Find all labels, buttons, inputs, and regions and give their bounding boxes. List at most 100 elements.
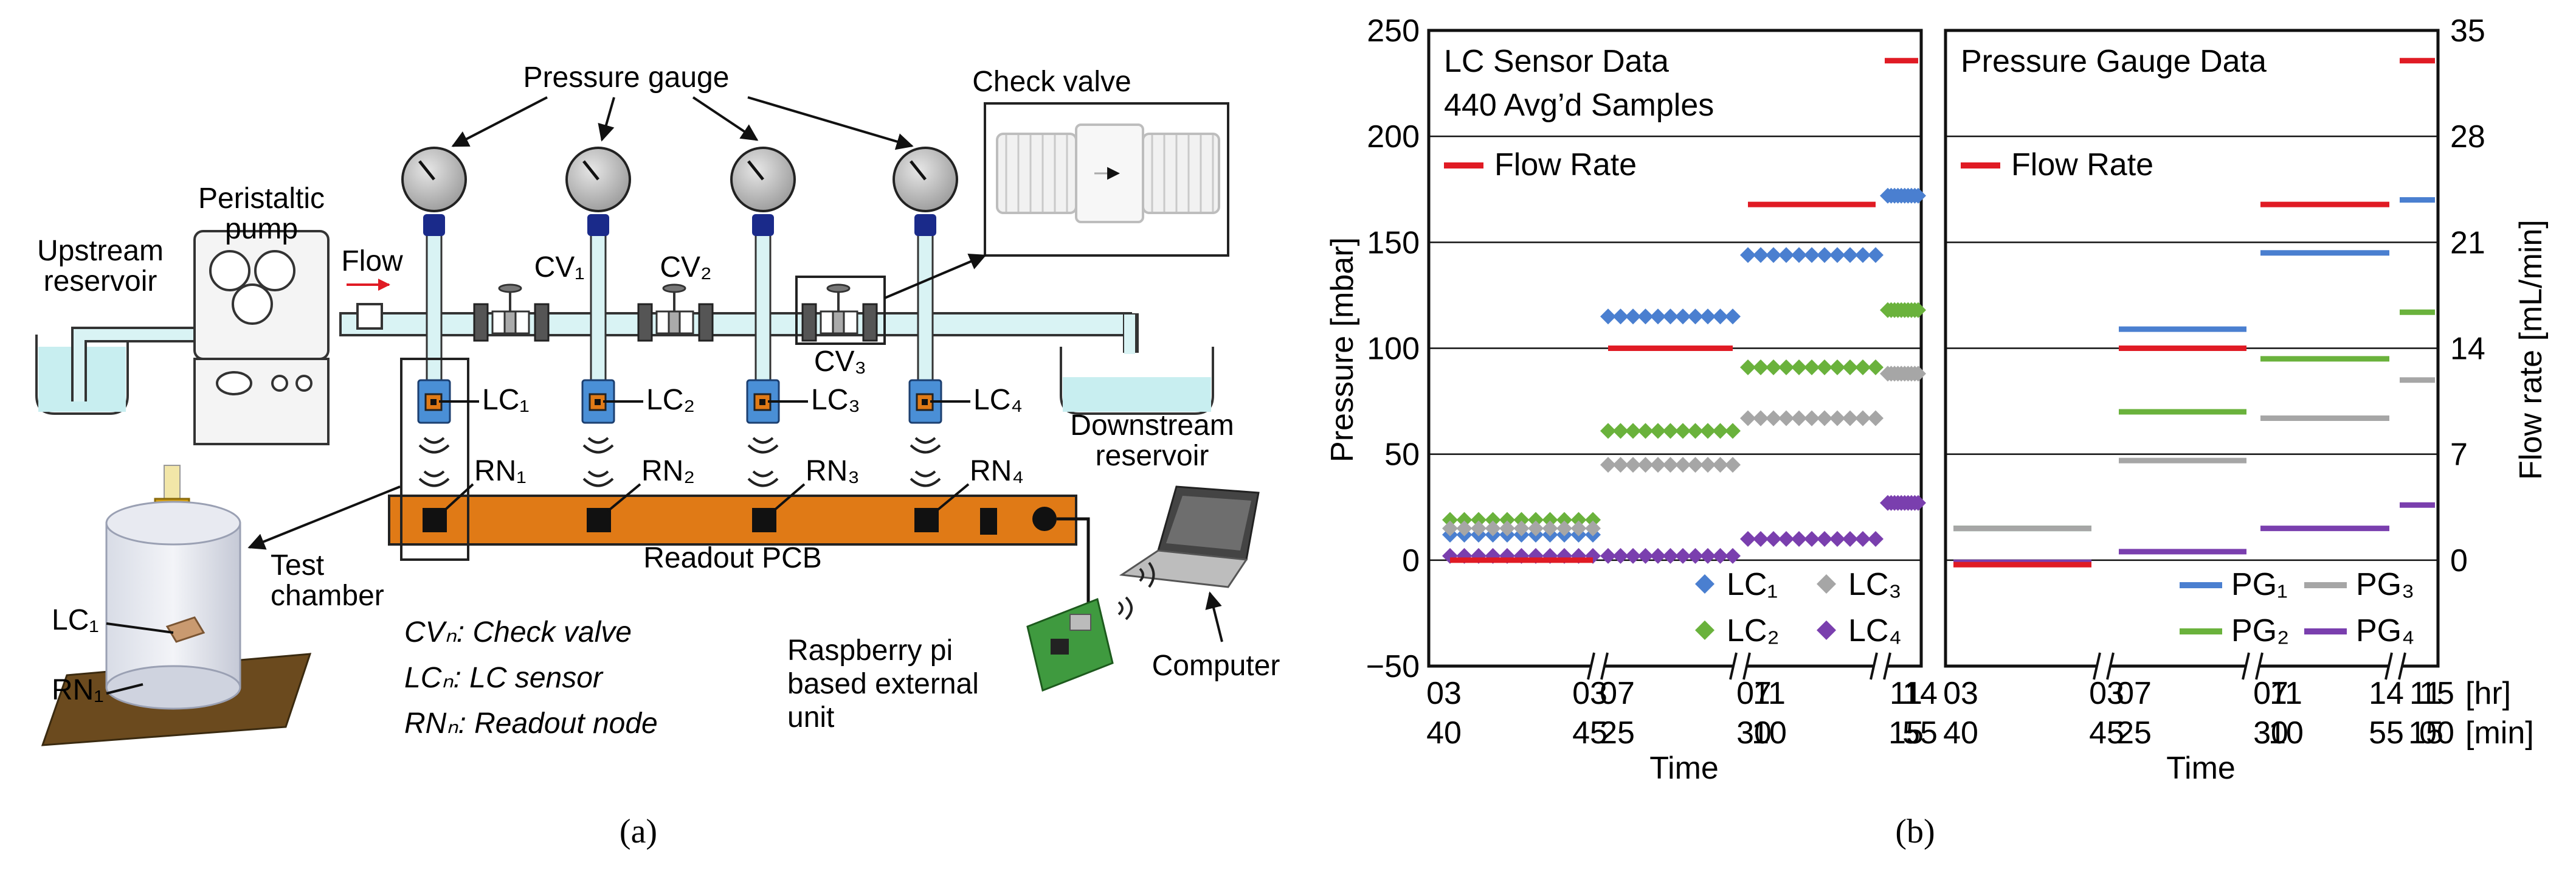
lc-diamond-marker: [1778, 247, 1794, 263]
axis-break-gap: [2389, 659, 2402, 673]
panel-a-schematic: Pressure gauge Check valve: [35, 61, 1280, 850]
left-flow-legend-label: Flow Rate: [1494, 147, 1637, 182]
y-axis-title-right: Flow rate [mL/min]: [2513, 220, 2549, 480]
lc-diamond-marker: [1570, 512, 1587, 528]
lc-diamond-marker: [1829, 410, 1845, 426]
lc-diamond-marker: [1625, 423, 1641, 439]
x-tick-min-left: 25: [1600, 715, 1635, 751]
x-tick-hour-right: 15: [2419, 676, 2454, 711]
x-tick-hour-left: 03: [1572, 676, 1607, 711]
chart-marks: [1442, 58, 2435, 568]
peristaltic-pump: [193, 230, 330, 445]
downstream-label-line1: Downstream: [1070, 409, 1234, 442]
lc-diamond-marker: [1910, 366, 1926, 382]
lc-diamond-marker: [1528, 512, 1544, 528]
axis-break-mark: [2093, 652, 2115, 680]
downstream-reservoir: [1060, 347, 1214, 415]
lc-diamond-marker: [1725, 457, 1741, 473]
lc4-label: LC₄: [973, 384, 1023, 416]
lc-diamond-marker: [1753, 531, 1769, 547]
y-tick-label-right: 21: [2450, 225, 2485, 260]
lc-diamond-marker: [1556, 520, 1572, 537]
readout-pcb: [388, 495, 1077, 546]
lc-diamond-marker: [1499, 520, 1515, 537]
lc-diamond-marker: [1600, 423, 1616, 439]
legend-lc: LCₙ: LC sensor: [404, 662, 604, 694]
axis-break-gap: [1734, 659, 1746, 673]
test-chamber-label-line1: Test: [271, 549, 324, 582]
lc-diamond-marker: [1637, 423, 1654, 439]
lc-diamond-marker: [1753, 247, 1769, 263]
lc-diamond-marker: [1817, 531, 1832, 547]
flow-label: Flow: [341, 245, 403, 277]
x-tick-min-right: 30: [2253, 715, 2288, 751]
lc-diamond-marker: [1766, 247, 1781, 263]
lc-diamond-marker: [1662, 547, 1679, 564]
pressure-flow-charts: 250200150100500−503528211470034003450725…: [1325, 13, 2549, 850]
x-tick-min-right: 45: [2089, 715, 2124, 751]
lc-diamond-marker: [1842, 359, 1858, 375]
legend-lc1-marker: [1695, 574, 1714, 594]
legend-lc3-label: LC₃: [1848, 567, 1902, 602]
rn1-label: RN₁: [474, 455, 527, 487]
lc-diamond-marker: [1456, 520, 1473, 537]
x-unit-min: [min]: [2465, 715, 2534, 751]
x-tick-min-left: 45: [1572, 715, 1607, 751]
y-tick-label-right: 14: [2450, 332, 2485, 367]
legend-pg1-label: PG₁: [2231, 567, 2288, 602]
legend-lc1-label: LC₁: [1727, 567, 1778, 602]
check-valve-cv3: [795, 276, 886, 345]
lc-diamond-marker: [1855, 531, 1871, 547]
y-tick-label-right: 0: [2450, 543, 2468, 578]
test-chamber-label-line2: chamber: [271, 580, 384, 612]
lc-diamond-marker: [1740, 410, 1756, 426]
lc-diamond-marker: [1855, 247, 1871, 263]
lc-diamond-marker: [1700, 547, 1716, 564]
lc-diamond-marker: [1442, 520, 1458, 537]
lc-diamond-marker: [1817, 247, 1832, 263]
x-tick-min-right: 40: [1943, 715, 1978, 751]
lc-diamond-marker: [1712, 308, 1728, 325]
lc-diamond-marker: [1650, 547, 1666, 564]
x-tick-hour-right: 11: [2270, 676, 2302, 711]
x-tick-min-left: 10: [1752, 715, 1787, 751]
x-tick-hour-right: 03: [1943, 676, 1978, 711]
lc-diamond-marker: [1753, 410, 1769, 426]
x-tick-min-left: 30: [1736, 715, 1772, 751]
lc-diamond-marker: [1766, 531, 1781, 547]
caption-b: (b): [1895, 813, 1935, 850]
lc-diamond-marker: [1650, 423, 1666, 439]
lc-diamond-marker: [1625, 308, 1641, 325]
check-valve-label: Check valve: [972, 66, 1131, 98]
x-tick-hour-right: 14: [2369, 676, 2404, 711]
lc-diamond-marker: [1842, 531, 1858, 547]
y-tick-label-left: 250: [1367, 13, 1420, 49]
x-tick-min-right: 55: [2369, 715, 2404, 751]
lc-diamond-marker: [1778, 410, 1794, 426]
check-valve-arrow: [884, 253, 987, 299]
chamber-rn1-leader: [106, 683, 143, 695]
lc-diamond-marker: [1753, 359, 1769, 375]
upstream-label-line1: Upstream: [37, 235, 164, 267]
y-tick-label-right: 28: [2450, 119, 2485, 155]
lc-diamond-marker: [1791, 359, 1807, 375]
pressure-gauge-1: [401, 147, 467, 236]
lc-diamond-marker: [1804, 247, 1820, 263]
lc-diamond-marker: [1778, 359, 1794, 375]
x-axis-title-left: Time: [1649, 751, 1719, 786]
x-tick-min-left: 55: [1902, 715, 1938, 751]
lc-diamond-marker: [1791, 531, 1807, 547]
lc-diamond-marker: [1910, 302, 1926, 318]
lc-diamond-marker: [1600, 308, 1616, 325]
lc-diamond-marker: [1650, 308, 1666, 325]
lc-diamond-marker: [1842, 410, 1858, 426]
lc-diamond-marker: [1612, 308, 1629, 325]
y-tick-label-right: 7: [2450, 437, 2468, 473]
flow-meter-box: [356, 303, 383, 330]
x-tick-min-left: 40: [1426, 715, 1462, 751]
lc-diamond-marker: [1778, 531, 1794, 547]
lc-diamond-marker: [1612, 547, 1629, 564]
axis-break-gap: [1592, 659, 1604, 673]
y-tick-label-left: 100: [1367, 332, 1420, 367]
